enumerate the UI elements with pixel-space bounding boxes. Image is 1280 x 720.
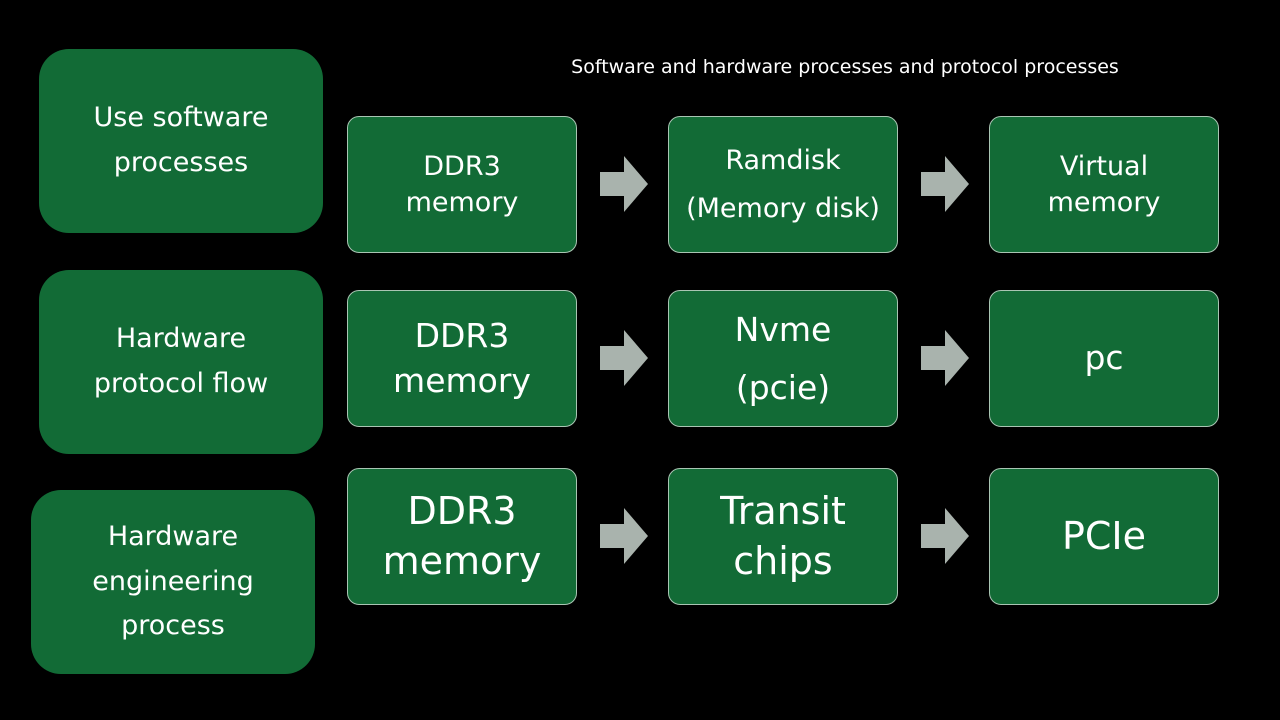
row-label-software: Use software processes <box>39 49 323 233</box>
row-label-hardware-engineering: Hardware engineering process <box>31 490 315 674</box>
step-box: Nvme (pcie) <box>668 290 898 427</box>
row-label-hardware-protocol: Hardware protocol flow <box>39 270 323 454</box>
right-arrow-icon <box>921 156 969 212</box>
step-box: DDR3 memory <box>347 116 577 253</box>
step-box: Virtual memory <box>989 116 1219 253</box>
right-arrow-icon <box>921 508 969 564</box>
right-arrow-icon <box>600 508 648 564</box>
diagram-title: Software and hardware processes and prot… <box>571 56 1119 78</box>
step-box: PCIe <box>989 468 1219 605</box>
right-arrow-icon <box>921 330 969 386</box>
step-box: Ramdisk (Memory disk) <box>668 116 898 253</box>
right-arrow-icon <box>600 330 648 386</box>
right-arrow-icon <box>600 156 648 212</box>
step-box: DDR3 memory <box>347 468 577 605</box>
step-box: DDR3 memory <box>347 290 577 427</box>
step-box: Transit chips <box>668 468 898 605</box>
step-box: pc <box>989 290 1219 427</box>
